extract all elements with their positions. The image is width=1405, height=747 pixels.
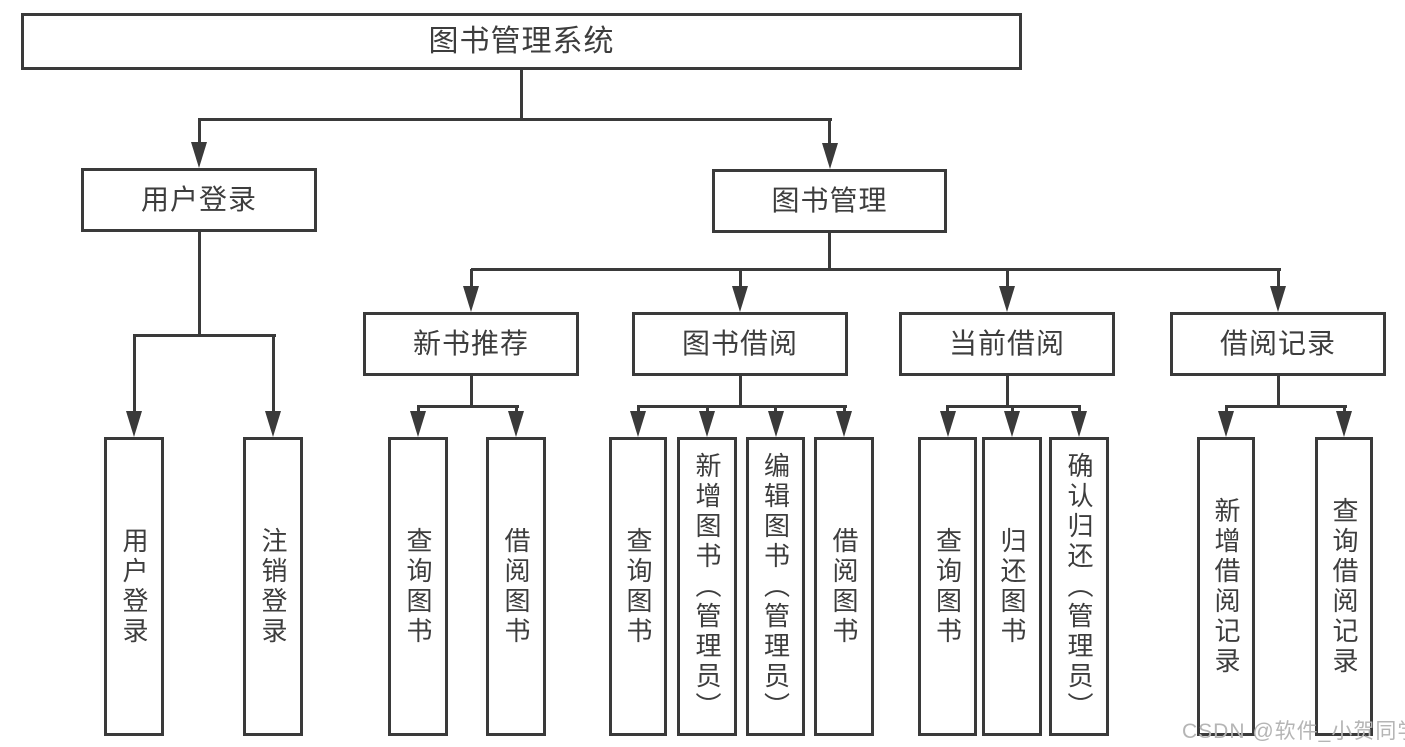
connector-line [1276, 376, 1280, 408]
connector-line [946, 405, 1081, 408]
connector-line [469, 269, 473, 294]
connector-line [828, 233, 831, 271]
connector-line [197, 119, 201, 150]
connector-line [197, 118, 832, 121]
arrow-down-icon [191, 142, 207, 168]
arrow-down-icon [836, 411, 852, 437]
arrow-down-icon [821, 143, 838, 169]
connector-line [416, 405, 519, 408]
leaf-records-add-record: 新增借阅记录 [1197, 437, 1255, 736]
arrow-down-icon [1071, 411, 1087, 437]
leaf-borrow-add-book-admin: 新增图书（管理员） [677, 437, 737, 736]
arrow-down-icon [126, 411, 142, 437]
watermark: CSDN @软件_小贺同学 [1182, 720, 1405, 743]
arrow-down-icon [265, 411, 281, 437]
leaf-borrow-borrow-book: 借阅图书 [814, 437, 874, 736]
connector-line [1224, 405, 1347, 408]
leaf-current-query-book: 查询图书 [918, 437, 977, 736]
arrow-down-icon [1004, 411, 1020, 437]
arrow-down-icon [732, 286, 748, 312]
connector-line [132, 335, 136, 419]
connector-line [469, 376, 473, 408]
node-borrowing-records: 借阅记录 [1170, 312, 1386, 376]
connector-line [520, 70, 523, 121]
node-book-borrowing: 图书借阅 [632, 312, 848, 376]
connector-line [1005, 269, 1009, 294]
connector-line [738, 269, 742, 294]
connector-line [1276, 269, 1280, 294]
node-book-management: 图书管理 [712, 169, 947, 233]
arrow-down-icon [630, 411, 646, 437]
connector-line [271, 335, 275, 419]
arrow-down-icon [1336, 411, 1352, 437]
leaf-borrow-query-book: 查询图书 [609, 437, 667, 736]
arrow-down-icon [410, 411, 426, 437]
arrow-down-icon [999, 286, 1015, 312]
connector-line [197, 232, 201, 337]
arrow-down-icon [1270, 286, 1286, 312]
leaf-newrec-query-book: 查询图书 [388, 437, 448, 736]
connector-line [470, 268, 1281, 271]
arrow-down-icon [939, 411, 956, 437]
leaf-logout: 注销登录 [243, 437, 303, 736]
arrow-down-icon [1218, 411, 1234, 437]
connector-line [738, 376, 742, 408]
node-current-borrowing: 当前借阅 [899, 312, 1115, 376]
leaf-current-return-book: 归还图书 [982, 437, 1042, 736]
arrow-down-icon [767, 411, 784, 437]
node-new-book-recommend: 新书推荐 [363, 312, 579, 376]
node-library-management-system: 图书管理系统 [21, 13, 1022, 70]
connector-line [828, 119, 831, 151]
arrow-down-icon [463, 286, 479, 312]
connector-line [132, 334, 276, 337]
leaf-user-login: 用户登录 [104, 437, 164, 736]
leaf-records-query-record: 查询借阅记录 [1315, 437, 1373, 736]
leaf-borrow-edit-book-admin: 编辑图书（管理员） [746, 437, 805, 736]
leaf-newrec-borrow-book: 借阅图书 [486, 437, 546, 736]
connector-line [1005, 376, 1009, 408]
node-user-login: 用户登录 [81, 168, 317, 232]
connector-line [636, 405, 847, 408]
arrow-down-icon [508, 411, 524, 437]
arrow-down-icon [699, 411, 715, 437]
leaf-current-confirm-return-admin: 确认归还（管理员） [1049, 437, 1109, 736]
